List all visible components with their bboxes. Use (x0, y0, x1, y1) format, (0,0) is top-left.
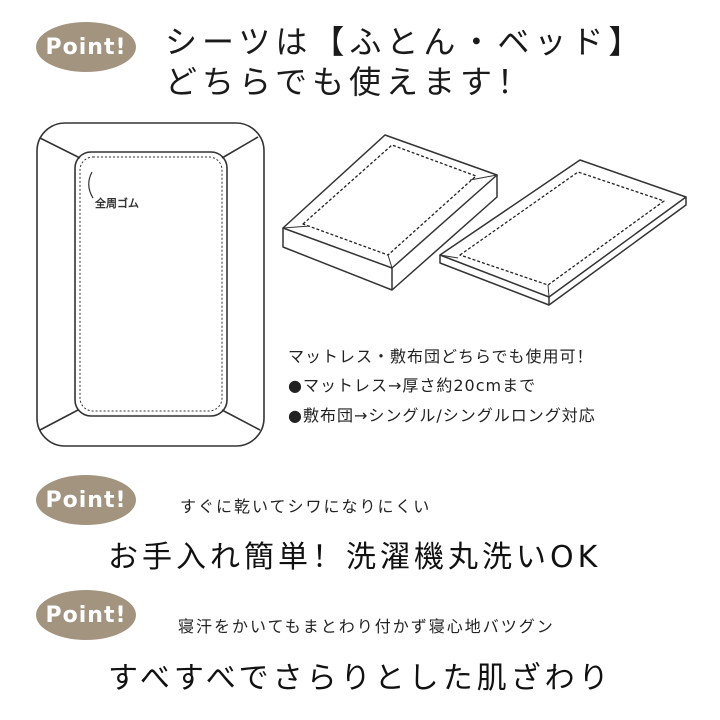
fitted-sheet-top-view (36, 122, 265, 447)
point-2-headline: お手入れ簡単！洗濯機丸洗いOK (108, 540, 602, 575)
elastic-label: 全周ゴム (95, 197, 139, 210)
point-3-sub: 寝汗をかいてもまとわり付かず寝心地バツグン (178, 617, 555, 636)
feature-line-3: ●敷布団→シングル/シングルロング対応 (288, 406, 596, 425)
feature-line-2: ●マットレス→厚さ約20cmまで (288, 376, 537, 395)
point-1-title-line-1: シーツは【ふとん・ベッド】 (165, 23, 646, 61)
mattress-illustration (282, 134, 498, 291)
point-badge-1: Point! (36, 22, 136, 72)
point-1-title-line-2: どちらでも使えます！ (165, 63, 535, 101)
point-badge-2: Point! (36, 475, 136, 525)
point-2-sub: すぐに乾いてシワになりにくい (180, 497, 432, 516)
point-badge-3: Point! (36, 590, 136, 640)
feature-line-1: マットレス・敷布団どちらでも使用可！ (288, 347, 594, 366)
futon-illustration (439, 159, 687, 306)
point-3-headline: すべすべでさらりとした肌ざわり (108, 661, 613, 696)
